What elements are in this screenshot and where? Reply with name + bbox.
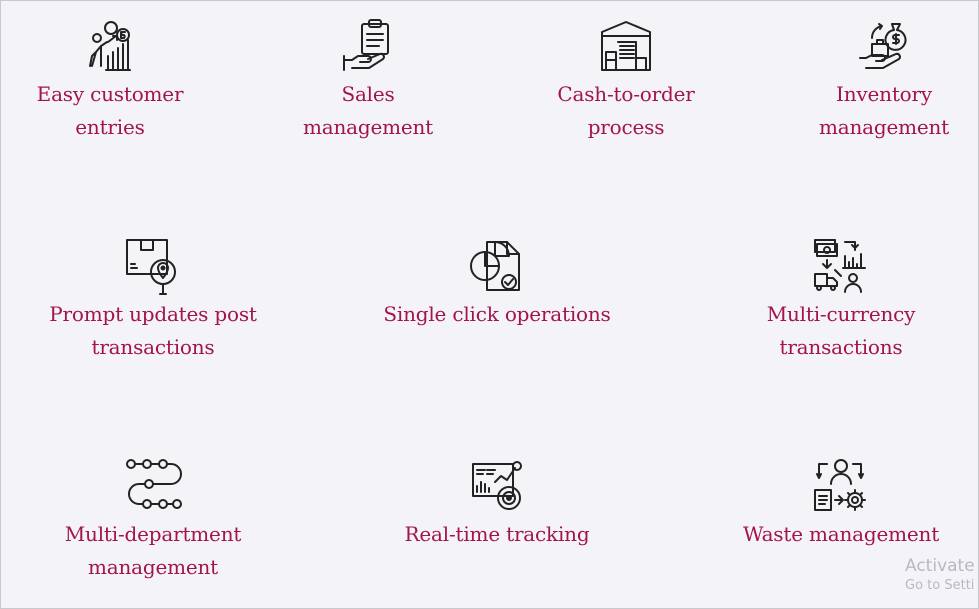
feature-label-line-1: Prompt updates post (49, 302, 257, 326)
feature-multi-currency-transactions: Multi-currency transactions (721, 234, 961, 364)
feature-label-line-1: Multi-department (64, 522, 242, 546)
feature-label-line-1: Easy customer (36, 82, 184, 106)
feature-label-line-2: entries (75, 115, 145, 139)
currency-exchange-icon (814, 239, 866, 293)
feature-real-time-tracking: Real-time tracking (377, 454, 617, 551)
feature-label-line-1: Inventory (836, 82, 932, 106)
feature-label-line-1: Multi-currency (766, 302, 916, 326)
money-bag-hand-icon (859, 23, 907, 69)
feature-label-line-2: process (587, 115, 665, 139)
feature-multi-department-management: Multi-department management (33, 454, 273, 584)
package-search-icon (126, 239, 176, 295)
warehouse-icon (601, 21, 651, 71)
customer-growth-icon (89, 21, 131, 71)
dashboard-tracking-icon (472, 461, 522, 510)
feature-sales-management: Sales management (248, 14, 488, 144)
feature-label: Waste management (742, 522, 940, 546)
watermark-line-2: Go to Setti (905, 578, 975, 593)
feature-waste-management: Waste management (721, 454, 961, 551)
feature-cash-to-order-process: Cash-to-order process (506, 14, 746, 144)
feature-inventory-management: Inventory management (764, 14, 979, 144)
feature-easy-customer-entries: Easy customer entries (0, 14, 230, 144)
feature-label-line-1: Cash-to-order (557, 82, 695, 106)
workflow-icon (126, 459, 182, 509)
clipboard-hand-icon (343, 19, 389, 71)
feature-label-line-2: transactions (779, 335, 903, 359)
feature-label-line-2: transactions (91, 335, 215, 359)
feature-single-click-operations: Single click operations (377, 234, 617, 331)
document-pie-chart-icon (470, 241, 520, 291)
feature-label-line-2: management (87, 555, 219, 579)
process-management-icon (814, 459, 866, 511)
feature-label-line-2: management (302, 115, 434, 139)
feature-label: Single click operations (383, 302, 611, 326)
watermark-line-1: Activate (905, 556, 975, 576)
activate-windows-watermark: Activate Go to Setti (905, 555, 975, 595)
feature-label: Real-time tracking (404, 522, 590, 546)
feature-prompt-updates-post-transactions: Prompt updates post transactions (33, 234, 273, 364)
feature-label-line-1: Sales (341, 82, 395, 106)
feature-label-line-2: management (818, 115, 950, 139)
